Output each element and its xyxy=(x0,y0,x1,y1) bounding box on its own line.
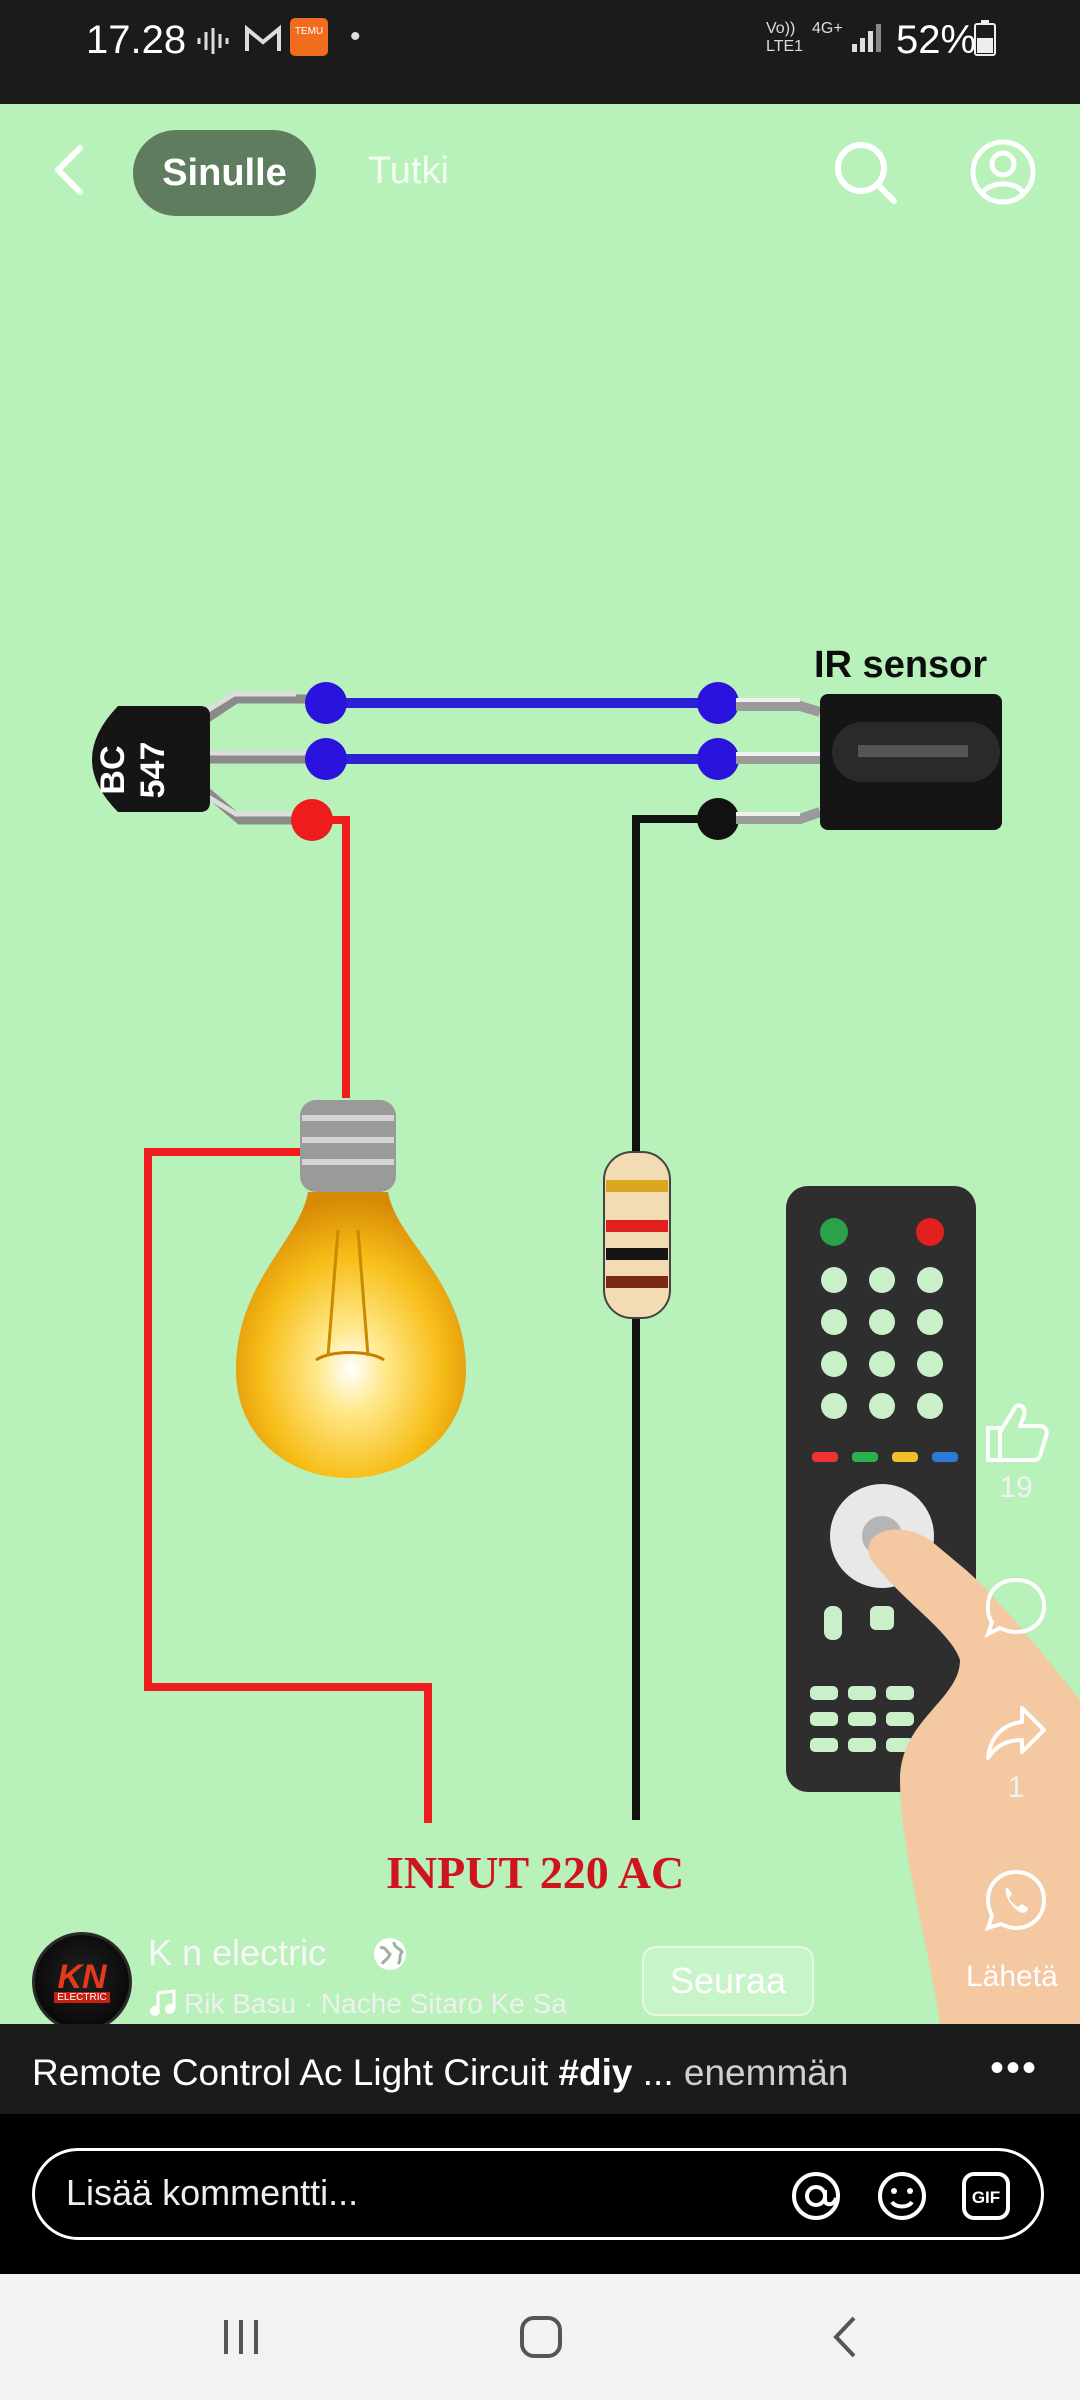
like-count: 19 xyxy=(999,1471,1033,1504)
caption-ellipsis: ... xyxy=(632,2052,684,2093)
comment-placeholder: Lisää kommentti... xyxy=(66,2172,359,2213)
ir-sensor-label: IR sensor xyxy=(814,644,988,686)
gif-icon[interactable]: GIF xyxy=(960,2170,1012,2222)
transistor-label: BC 547 xyxy=(93,725,173,815)
comment-bubble-icon xyxy=(984,1577,1047,1638)
music-row[interactable]: Rik Basu · Nache Sitaro Ke Sa xyxy=(148,1988,608,2020)
home-icon[interactable] xyxy=(518,2314,564,2360)
status-bar: 17.28 TEMU • Vo)) LTE1 4G+ 52% xyxy=(0,0,1080,104)
music-title: Rik Basu · Nache Sitaro Ke Sa xyxy=(184,1988,567,2019)
more-options-icon[interactable]: ••• xyxy=(990,2046,1039,2090)
search-icon[interactable] xyxy=(830,137,902,209)
transistor-label-line1: BC xyxy=(94,745,132,795)
author-name[interactable]: K n electric xyxy=(148,1932,327,1973)
music-note-icon xyxy=(150,1989,176,2016)
profile-icon[interactable] xyxy=(968,137,1038,207)
caption-body: Remote Control Ac Light Circuit xyxy=(32,2052,559,2093)
volte-indicator: Vo)) LTE1 xyxy=(766,20,803,56)
carrier-bottom: LTE1 xyxy=(766,38,804,55)
caption-text[interactable]: Remote Control Ac Light Circuit #diy ...… xyxy=(32,2052,848,2094)
share-action[interactable]: 1 xyxy=(966,1698,1066,1805)
avatar-text: KN xyxy=(57,1957,107,1996)
author-avatar[interactable]: KN ELECTRIC xyxy=(32,1932,132,2032)
network-type: 4G+ xyxy=(812,20,843,37)
status-time: 17.28 xyxy=(86,18,187,62)
hand xyxy=(868,1529,1080,2024)
circuit-diagram xyxy=(92,682,1080,2024)
like-action[interactable]: 19 xyxy=(966,1398,1066,1505)
system-back-icon[interactable] xyxy=(826,2314,866,2360)
caption-hashtag[interactable]: #diy xyxy=(558,2052,633,2093)
transistor-label-line2: 547 xyxy=(134,741,172,799)
globe-icon xyxy=(374,1938,406,1970)
input-label: INPUT 220 AC xyxy=(386,1847,685,1898)
resistor xyxy=(603,1151,671,1319)
recent-apps-icon[interactable] xyxy=(220,2316,262,2358)
mention-icon[interactable] xyxy=(790,2170,842,2222)
thumbs-up-icon xyxy=(986,1403,1049,1462)
comment-action[interactable] xyxy=(966,1574,1066,1647)
back-arrow-icon[interactable] xyxy=(46,140,90,200)
share-count: 1 xyxy=(1007,1771,1025,1804)
emoji-icon[interactable] xyxy=(876,2170,928,2222)
transistor-body xyxy=(92,706,210,812)
share-arrow-icon xyxy=(986,1706,1046,1760)
temu-icon: TEMU xyxy=(290,18,328,56)
comment-area xyxy=(0,2114,1080,2274)
svg-text:GIF: GIF xyxy=(972,2188,1000,2207)
carrier-top: Vo)) xyxy=(766,20,796,37)
signal-icon xyxy=(852,24,881,52)
light-bulb xyxy=(236,1100,466,1478)
whatsapp-icon xyxy=(984,1869,1047,1932)
follow-button[interactable]: Seuraa xyxy=(642,1946,814,2016)
battery-percent: 52% xyxy=(896,18,977,62)
caption-bar[interactable] xyxy=(0,2024,1080,2114)
comment-input[interactable] xyxy=(32,2148,1044,2240)
system-nav-bar xyxy=(0,2274,1080,2400)
sound-wave-icon xyxy=(197,28,229,54)
tab-sinulle[interactable]: Sinulle xyxy=(133,130,316,216)
battery-icon xyxy=(974,20,996,56)
whatsapp-send-action[interactable] xyxy=(966,1868,1066,1937)
video-player[interactable]: BC 547 IR sensor INPUT 220 AC xyxy=(0,104,1080,2024)
avatar-subtext: ELECTRIC xyxy=(54,1991,110,2003)
gmail-icon xyxy=(245,24,281,51)
notification-dot-icon: • xyxy=(350,20,361,53)
tab-tutki[interactable]: Tutki xyxy=(368,150,449,192)
send-label: Lähetä xyxy=(966,1960,1058,1993)
caption-more-link[interactable]: enemmän xyxy=(683,2052,849,2093)
